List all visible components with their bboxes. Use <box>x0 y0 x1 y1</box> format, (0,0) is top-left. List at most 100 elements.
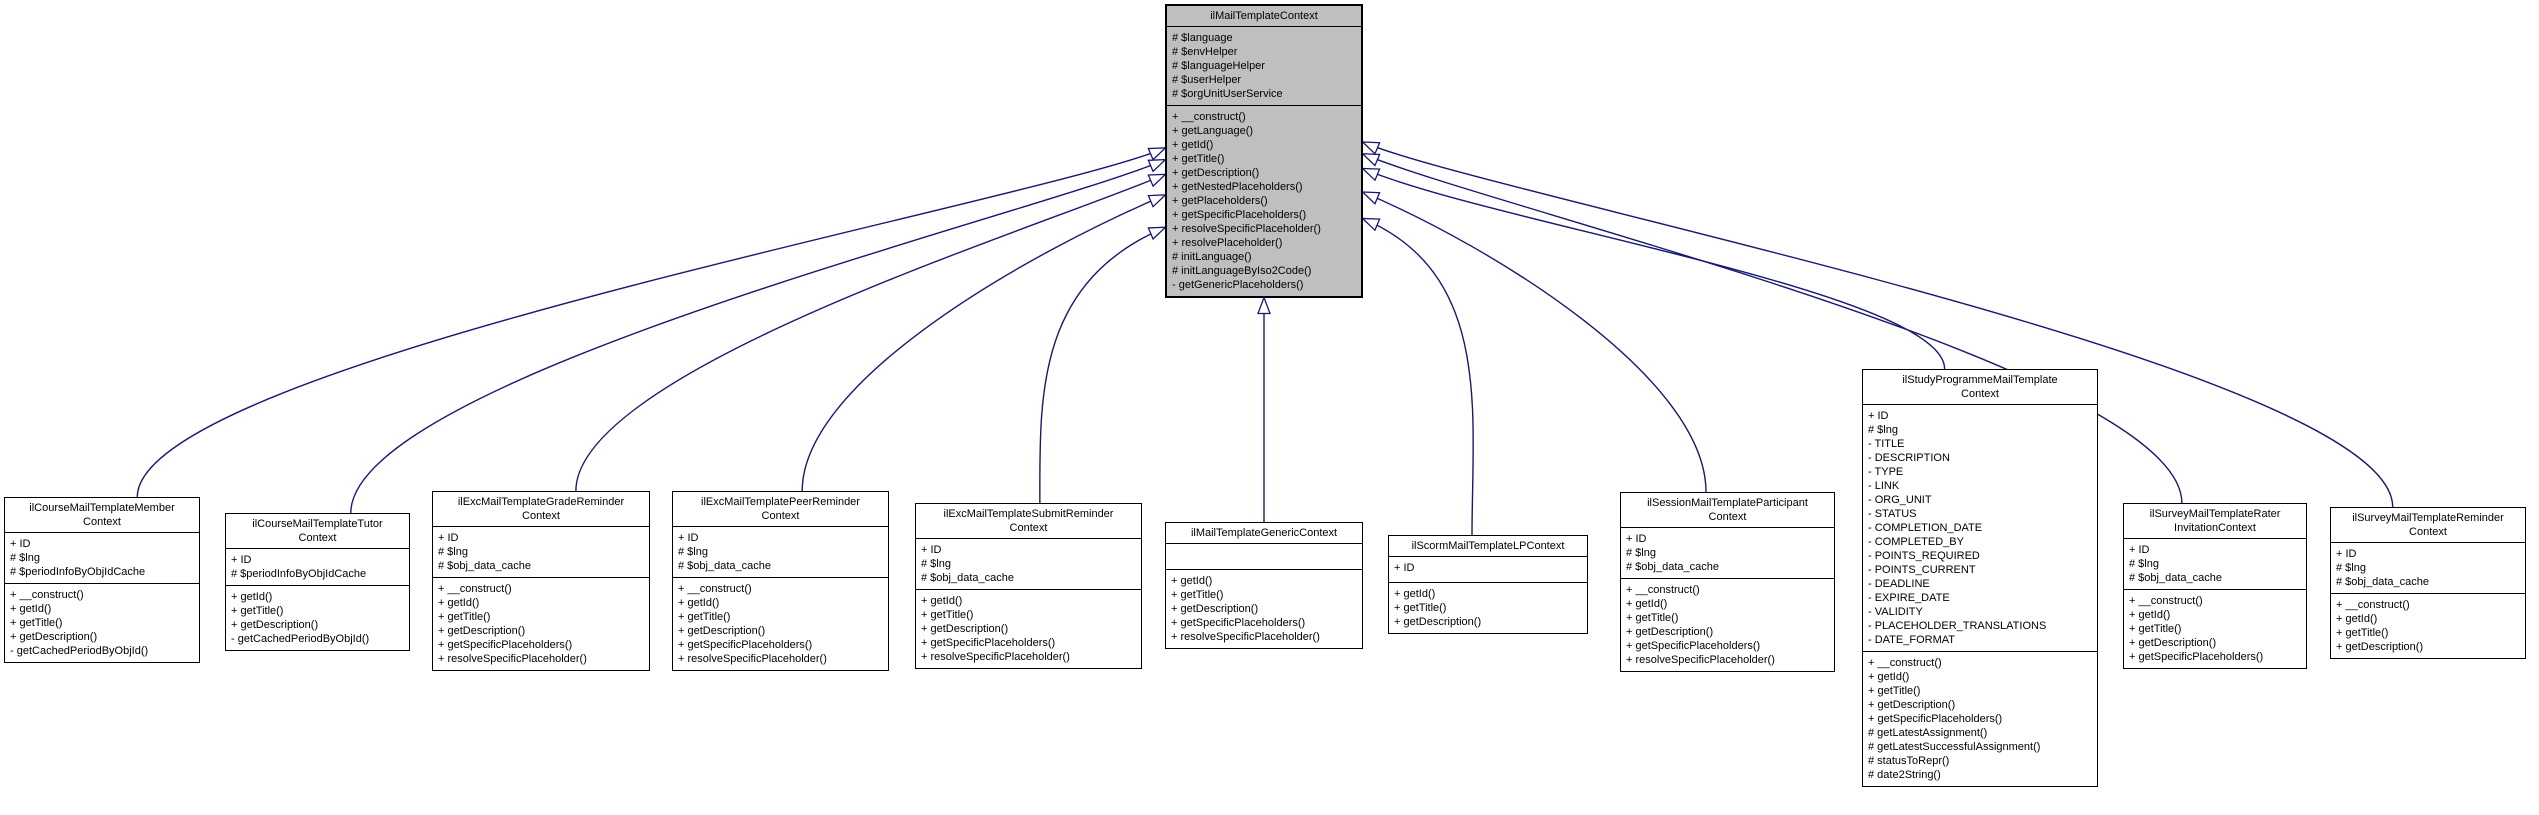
class-attribute: - POINTS_REQUIRED <box>1868 550 1980 562</box>
class-attributes-section: + ID# $periodInfoByObjIdCache <box>226 549 409 586</box>
class-method: - getCachedPeriodByObjId() <box>231 633 370 645</box>
class-method: + getTitle() <box>1868 685 1921 697</box>
class-title-line: ilScormMailTemplateLPContext <box>1411 540 1565 552</box>
class-attributes-section: + ID# $lng# $obj_data_cache <box>673 527 888 578</box>
class-attributes-section: + ID <box>1389 557 1587 583</box>
class-attribute: + ID <box>438 532 459 544</box>
class-method: + getId() <box>2336 613 2378 625</box>
class-method: + getTitle() <box>2336 627 2389 639</box>
class-attribute: + ID <box>10 538 31 550</box>
class-method: + getSpecificPlaceholders() <box>1626 640 1761 652</box>
class-method: # statusToRepr() <box>1868 755 1950 767</box>
class-title-line: ilCourseMailTemplateMember <box>29 502 175 514</box>
class-attribute: # $obj_data_cache <box>2129 572 2222 584</box>
class-attribute: # $lng <box>438 546 468 558</box>
class-method: # getLatestSuccessfulAssignment() <box>1868 741 2041 753</box>
class-title-line: Context <box>298 532 337 544</box>
class-method: # date2String() <box>1868 769 1941 781</box>
class-attribute: - POINTS_CURRENT <box>1868 564 1976 576</box>
class-method: + getId() <box>1172 139 1214 151</box>
inheritance-edge-ilExcMailTemplateGradeReminderContext <box>575 173 1168 492</box>
class-attribute: # $obj_data_cache <box>921 572 1014 584</box>
class-methods-section: + __construct()+ getId()+ getTitle()+ ge… <box>1621 579 1834 671</box>
class-attribute: # $userHelper <box>1172 74 1242 86</box>
uml-class-ilScormMailTemplateLPContext[interactable]: ilScormMailTemplateLPContext + ID + getId(… <box>1388 535 1588 634</box>
class-attribute: - DATE_FORMAT <box>1868 634 1955 646</box>
class-title-line: InvitationContext <box>2174 522 2256 534</box>
class-method: + getId() <box>1171 575 1213 587</box>
class-method: + getId() <box>678 597 720 609</box>
class-method: + getSpecificPlaceholders() <box>2129 651 2264 663</box>
class-method: + getDescription() <box>1172 167 1260 179</box>
class-attribute: # $obj_data_cache <box>678 560 771 572</box>
class-methods-section: + __construct()+ getId()+ getTitle()+ ge… <box>433 578 649 670</box>
class-method: + getSpecificPlaceholders() <box>921 637 1056 649</box>
class-methods-section: + __construct()+ getId()+ getTitle()+ ge… <box>673 578 888 670</box>
class-method: + getDescription() <box>2336 641 2424 653</box>
class-attribute: + ID <box>1394 562 1415 574</box>
class-method: + getDescription() <box>678 625 766 637</box>
class-method: + getSpecificPlaceholders() <box>438 639 573 651</box>
class-method: + getDescription() <box>231 619 319 631</box>
class-method: + resolveSpecificPlaceholder() <box>1172 223 1321 235</box>
class-method: + getId() <box>1868 671 1910 683</box>
class-method: # getLatestAssignment() <box>1868 727 1988 739</box>
class-attribute: # $envHelper <box>1172 46 1238 58</box>
class-method: + getId() <box>10 603 52 615</box>
class-methods-section: + __construct()+ getId()+ getTitle()+ ge… <box>2331 594 2525 658</box>
class-attribute: + ID <box>231 554 252 566</box>
class-attribute: # $lng <box>2129 558 2159 570</box>
uml-class-ilMailTemplateGenericContext[interactable]: ilMailTemplateGenericContext+ getId()+ g… <box>1165 522 1363 649</box>
inheritance-edge-ilSurveyMailTemplateRaterInvitationContext <box>1360 153 2183 504</box>
class-attribute: - VALIDITY <box>1868 606 1923 618</box>
class-methods-section: + __construct()+ getId()+ getTitle()+ ge… <box>1863 652 2097 786</box>
class-method: + __construct() <box>10 589 84 601</box>
uml-class-ilMailTemplateContext[interactable]: ilMailTemplateContext # $language # $envHe… <box>1165 4 1363 298</box>
class-methods-section: + getId()+ getTitle()+ getDescription()+… <box>1166 570 1362 648</box>
class-methods-section: + getId()+ getTitle()+ getDescription() <box>1389 583 1587 633</box>
class-attribute: # $languageHelper <box>1172 60 1265 72</box>
class-method: + getId() <box>921 595 963 607</box>
class-method: + getDescription() <box>438 625 526 637</box>
class-method: + getSpecificPlaceholders() <box>1171 617 1306 629</box>
class-method: + getDescription() <box>1171 603 1259 615</box>
inheritance-edge-ilCourseMailTemplateTutorContext <box>350 158 1168 514</box>
class-title: ilMailTemplateGenericContext <box>1166 523 1362 544</box>
inheritance-edge-ilSurveyMailTemplateReminderContext <box>1360 141 2394 508</box>
class-attribute: # $obj_data_cache <box>2336 576 2429 588</box>
class-attribute: # $language <box>1172 32 1233 44</box>
class-attributes-section: + ID# $lng# $obj_data_cache <box>916 539 1141 590</box>
class-attributes-section: + ID# $lng# $obj_data_cache <box>1621 528 1834 579</box>
class-attribute: # $lng <box>921 558 951 570</box>
class-method: + __construct() <box>1868 657 1942 669</box>
class-title-line: ilSurveyMailTemplateRater <box>2149 508 2281 520</box>
class-title-line: ilMailTemplateContext <box>1210 10 1318 22</box>
class-title-line: ilSessionMailTemplateParticipant <box>1647 497 1808 509</box>
class-method: + getId() <box>1394 588 1436 600</box>
class-attribute: - LINK <box>1868 480 1900 492</box>
class-attribute: - DEADLINE <box>1868 578 1930 590</box>
class-method: + getDescription() <box>2129 637 2217 649</box>
class-method: + getLanguage() <box>1172 125 1254 137</box>
class-method: + resolveSpecificPlaceholder() <box>678 653 827 665</box>
class-title-line: ilExcMailTemplatePeerReminder <box>701 496 860 508</box>
inheritance-edge-ilExcMailTemplatePeerReminderContext <box>801 194 1168 492</box>
inheritance-edge-ilStudyProgrammeMailTemplateContext <box>1360 167 1946 370</box>
class-method: + getTitle() <box>1172 153 1225 165</box>
